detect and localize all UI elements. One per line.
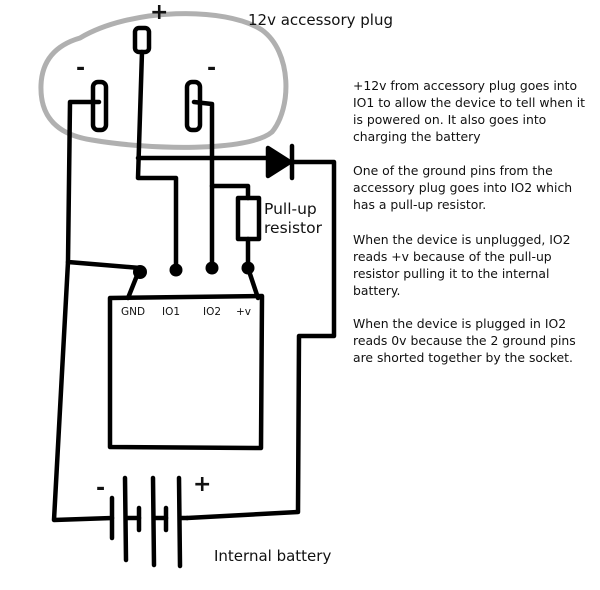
plug-plus-sign: +: [150, 0, 169, 25]
junction-dot-io1: [169, 263, 183, 277]
pull-up-resistor-label: Pull-up resistor: [264, 200, 322, 238]
wire-plug-ground-to-gnd: [65, 99, 143, 271]
battery-minus-sign: -: [96, 476, 106, 501]
plug-ground-pin-left: [90, 79, 109, 133]
battery-plate-6: [176, 475, 183, 569]
note-unplugged: When the device is unplugged, IO2 reads …: [353, 232, 571, 298]
battery-title: Internal battery: [214, 547, 332, 565]
plug-ground-pin-right: [184, 79, 203, 133]
pin-label-vplus: +v: [236, 306, 252, 318]
wire-plus12v-io1: [135, 49, 179, 271]
battery-plus-sign: +: [193, 472, 212, 497]
wire-diode-to-battery: [184, 159, 337, 521]
note-plus12v: +12v from accessory plug goes into IO1 t…: [353, 78, 586, 144]
diode-triangle: [265, 145, 293, 179]
junction-dot-vplus: [241, 261, 255, 275]
resistor-label-line1: Pull-up: [264, 200, 317, 218]
accessory-plug-outline: [38, 11, 289, 150]
plug-minus-sign-left: -: [76, 56, 86, 81]
junction-dot-gnd: [133, 265, 147, 279]
device-box: [107, 293, 265, 451]
junction-dot-io2: [205, 261, 219, 275]
pin-label-gnd: GND: [121, 306, 146, 318]
plug-title: 12v accessory plug: [248, 11, 393, 29]
wire-gnd-to-battery: [51, 259, 115, 523]
wire-plug-ground-to-io2: [191, 99, 215, 271]
wire-io2-to-resistor: [209, 183, 251, 201]
plug-positive-pin: [132, 25, 152, 55]
plug-minus-sign-right: -: [207, 56, 217, 81]
pin-label-io2: IO2: [203, 306, 222, 318]
pull-up-resistor: [235, 195, 262, 242]
note-plugged-in: When the device is plugged in IO2 reads …: [353, 316, 576, 365]
battery-plate-4: [150, 475, 157, 568]
resistor-label-line2: resistor: [264, 219, 322, 237]
pin-label-io1: IO1: [162, 306, 181, 318]
note-ground-io2: One of the ground pins from the accessor…: [353, 163, 573, 212]
